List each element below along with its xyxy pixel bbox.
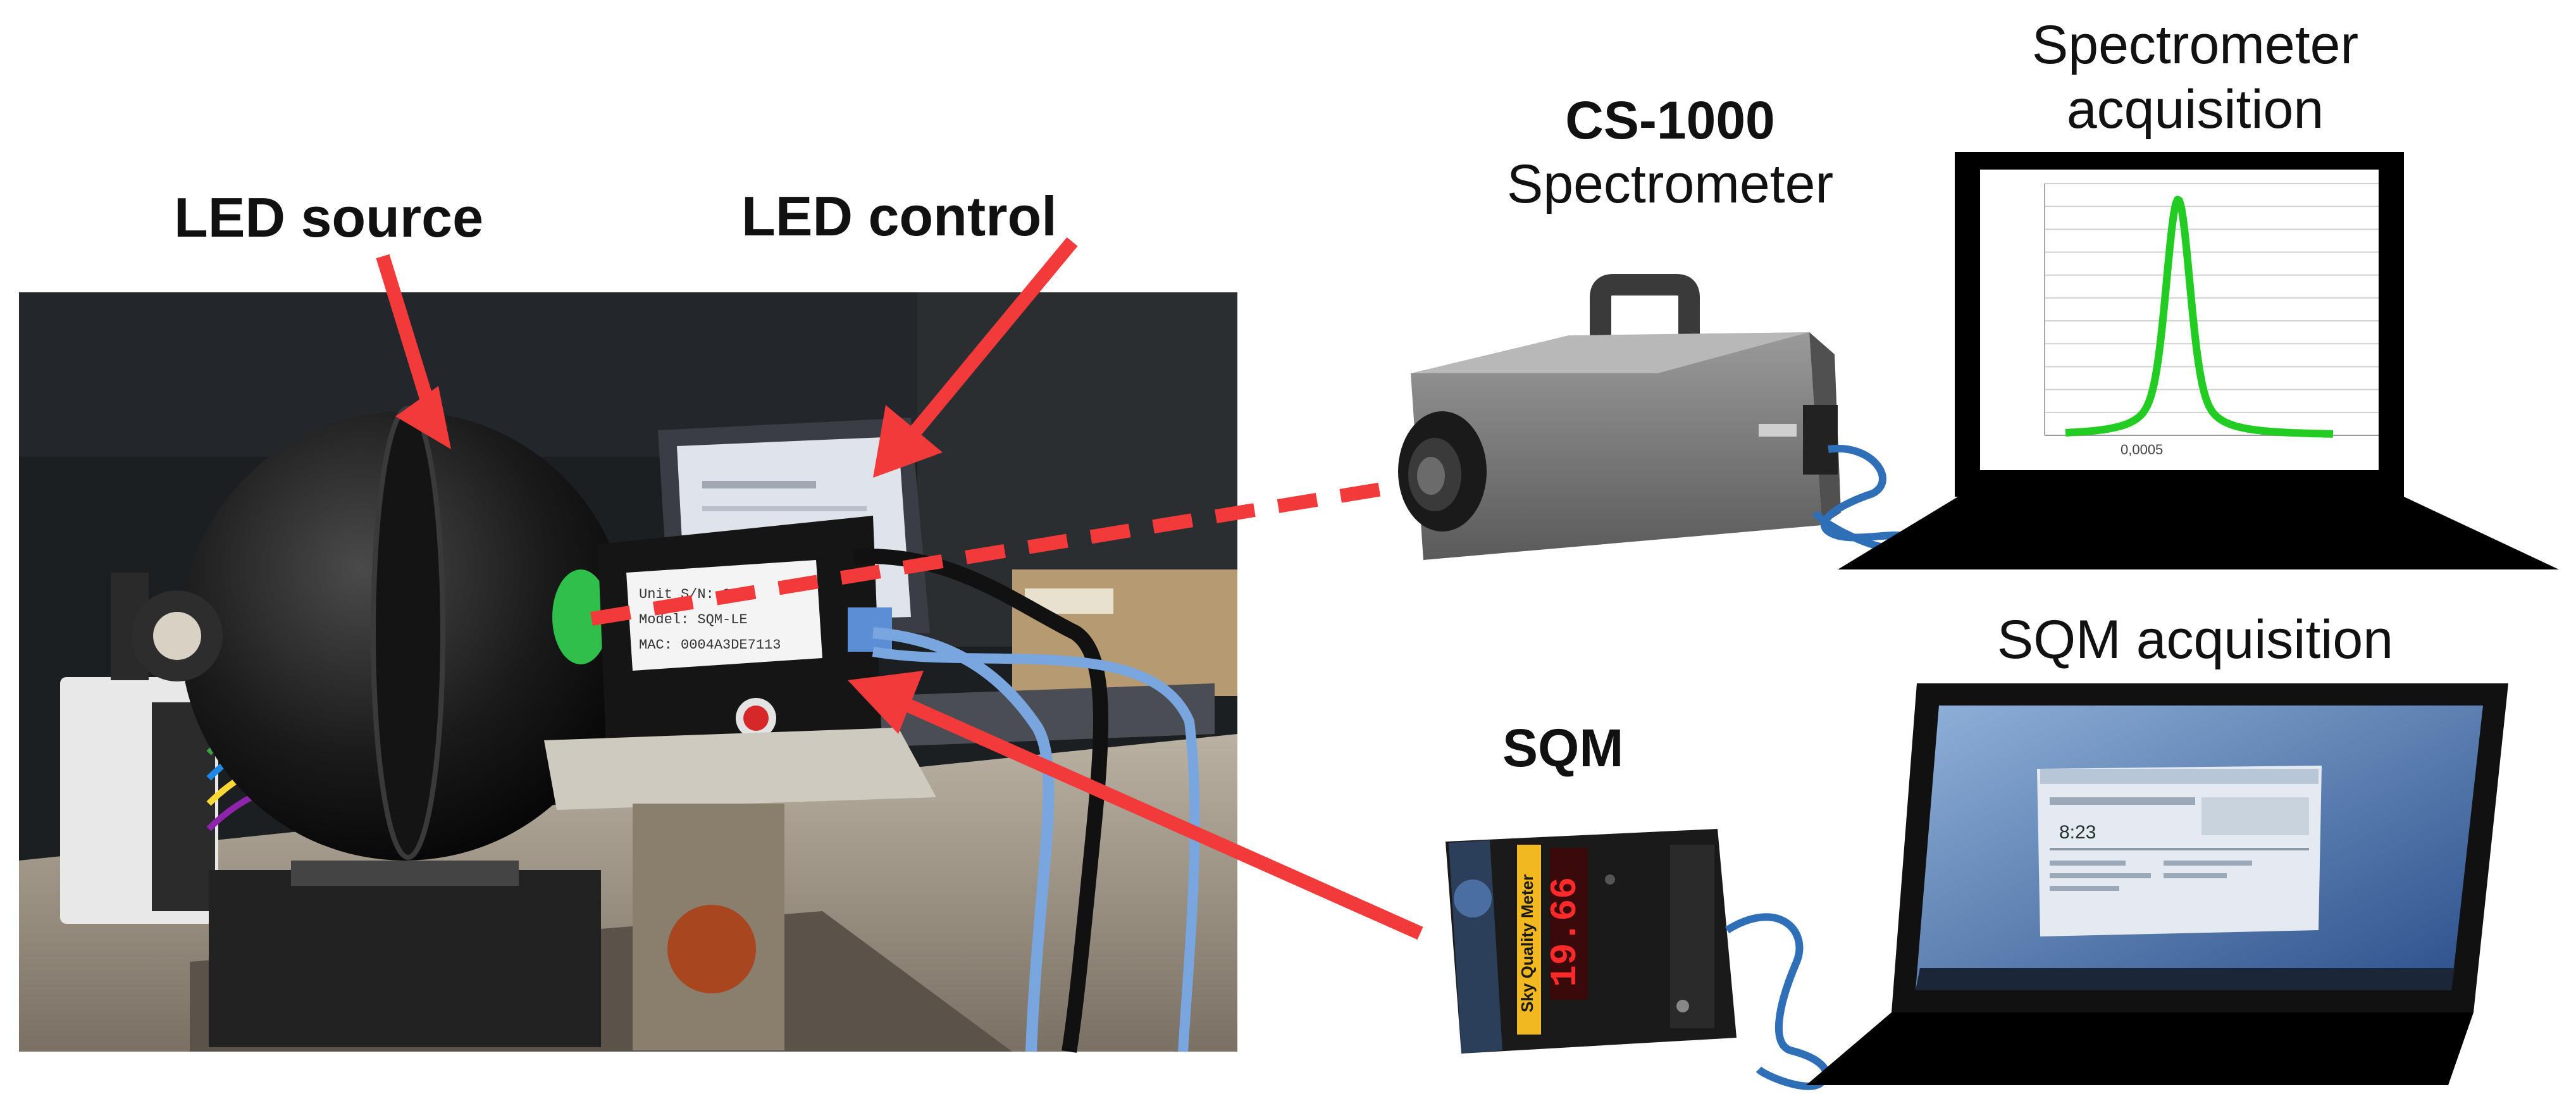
led-box-label-line3: MAC: 0004A3DE7113 — [639, 637, 781, 653]
sqm-cable — [1725, 913, 1830, 1090]
sqm-device: Sky Quality Meter 19.66 — [1446, 829, 1737, 1054]
spectrometer-laptop — [1838, 152, 2559, 569]
label-cs1000-name: CS-1000 — [1565, 90, 1775, 150]
label-sqm-acquisition: SQM acquisition — [1997, 609, 2394, 670]
sqm-laptop-time: 8:23 — [2059, 822, 2096, 843]
arrow-led-source — [376, 254, 451, 449]
label-led-control-led: LED — [741, 185, 853, 247]
spectrum-curve — [2064, 196, 2335, 438]
arrow-led-control — [873, 237, 1078, 478]
spectrum-x-tick-label: 0,0005 — [2121, 442, 2163, 457]
label-led-control: LED control — [741, 189, 1057, 244]
label-spectrometer-acquisition-2: acquisition — [2066, 79, 2324, 140]
label-led-control-control: control — [868, 185, 1057, 247]
sqm-brand-text: Sky Quality Meter — [1518, 874, 1537, 1012]
label-led-source: LED source — [174, 186, 484, 249]
spectrum-plot: 0,0005 — [2044, 183, 2379, 457]
light-path-dashed — [590, 479, 1403, 626]
spectrum-plot-grid — [2044, 183, 2379, 436]
label-cs1000-type: Spectrometer — [1506, 154, 1834, 215]
sqm-reading: 19.66 — [1545, 877, 1587, 987]
cs1000-device — [1398, 274, 1841, 560]
label-spectrometer-acquisition-1: Spectrometer — [2031, 15, 2359, 75]
sqm-laptop: 8:23 — [1806, 683, 2508, 1085]
arrow-sqm — [848, 671, 1423, 940]
lab-photo: Unit S/N: 0000 Model: SQM-LE MAC: 0004A3… — [19, 292, 1237, 1053]
label-sqm: SQM — [1502, 718, 1624, 778]
